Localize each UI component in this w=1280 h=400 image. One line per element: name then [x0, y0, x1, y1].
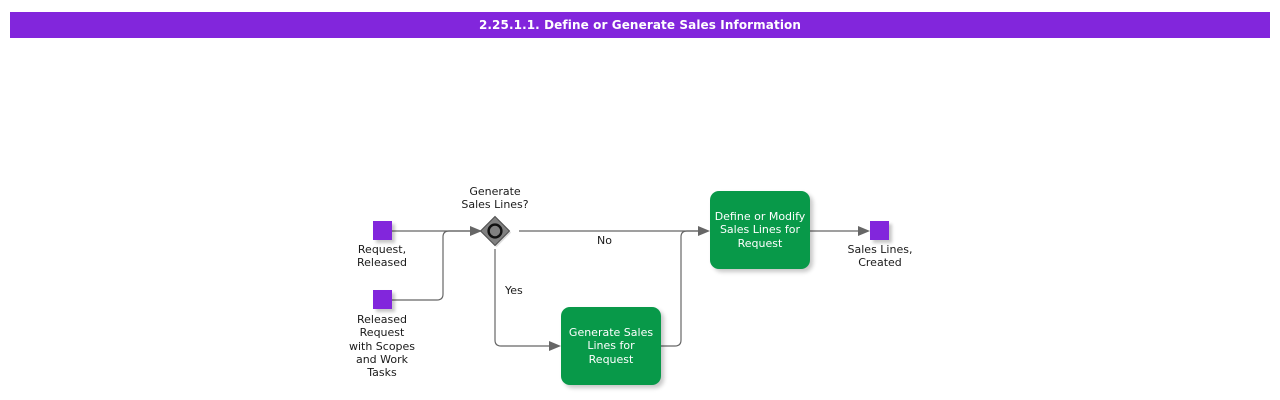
flow-generate-task-merge	[661, 230, 704, 347]
caption-released-request-scopes: Released Request with Scopes and Work Ta…	[348, 313, 416, 380]
task-generate-sales-lines-label: Generate Sales Lines for Request	[568, 326, 654, 366]
flow-yes-to-generate-task	[494, 249, 555, 347]
diagram-title-bar: 2.25.1.1. Define or Generate Sales Infor…	[10, 12, 1270, 38]
arrowhead-end-event	[858, 226, 870, 236]
arrowhead-generate-task	[549, 341, 561, 351]
caption-sales-lines-created: Sales Lines, Created	[847, 243, 913, 270]
flow-label-no: No	[597, 234, 612, 247]
data-object-request-released[interactable]	[373, 221, 392, 240]
caption-request-released: Request, Released	[357, 243, 407, 270]
data-object-sales-lines-created[interactable]	[870, 221, 889, 240]
inclusive-gateway-icon[interactable]	[478, 214, 512, 248]
task-generate-sales-lines[interactable]: Generate Sales Lines for Request	[561, 307, 661, 385]
task-define-or-modify-sales-lines[interactable]: Define or Modify Sales Lines for Request	[710, 191, 810, 269]
arrowhead-define-task	[698, 226, 710, 236]
diagram-title: 2.25.1.1. Define or Generate Sales Infor…	[478, 18, 802, 32]
flow-label-yes: Yes	[505, 284, 523, 297]
gateway-label: Generate Sales Lines?	[461, 185, 529, 212]
task-define-or-modify-sales-lines-label: Define or Modify Sales Lines for Request	[714, 210, 806, 250]
data-object-released-request-scopes[interactable]	[373, 290, 392, 309]
